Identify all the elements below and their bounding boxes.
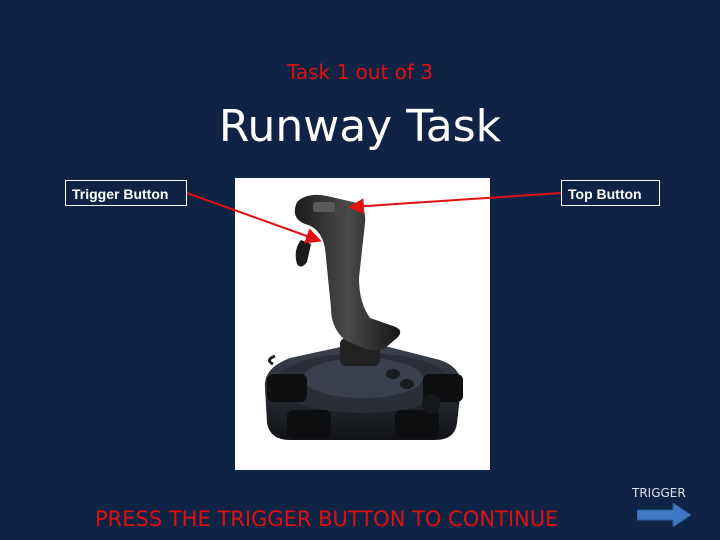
joystick-icon (264, 194, 463, 440)
trigger-button-callout: Trigger Button (65, 180, 187, 206)
next-label: TRIGGER (632, 486, 686, 500)
right-arrow-icon[interactable] (637, 503, 691, 527)
continue-instruction: PRESS THE TRIGGER BUTTON TO CONTINUE (95, 507, 559, 531)
page-title: Runway Task (218, 101, 502, 152)
task-counter: Task 1 out of 3 (286, 60, 434, 84)
top-button-callout: Top Button (561, 180, 660, 206)
joystick-image (235, 178, 490, 470)
